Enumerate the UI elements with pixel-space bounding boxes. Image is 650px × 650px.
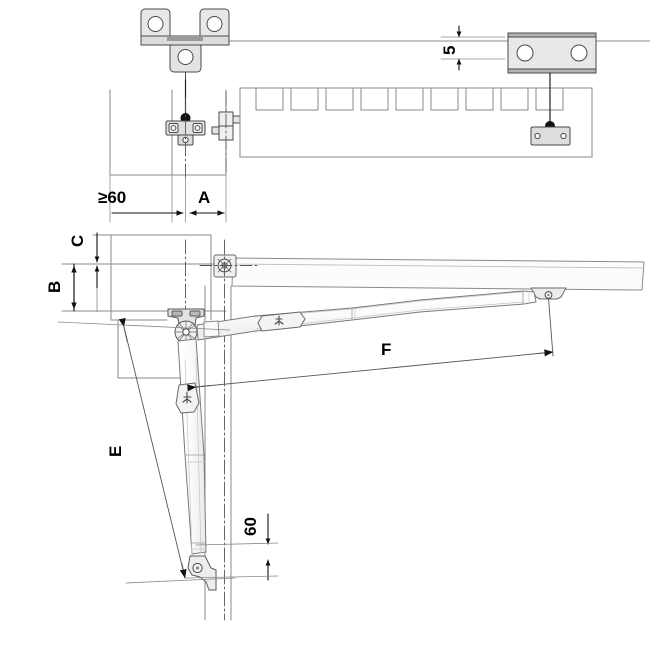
slide-channel-slots — [255, 87, 564, 111]
lower-adjustable-arm — [175, 338, 207, 555]
dimension-label-A: A — [198, 188, 210, 207]
closer-pivot-bracket — [199, 254, 259, 278]
dimension-5 — [440, 25, 506, 71]
slide-rail-end-bracket — [507, 32, 597, 74]
plan-dimension-extensions — [109, 175, 227, 223]
central-pivot-joint — [174, 320, 198, 344]
dimension-label-F: F — [381, 340, 391, 359]
plan-plate-right — [530, 126, 571, 146]
dimension-label-min60: ≥60 — [98, 188, 126, 207]
dimension-F-leader — [187, 297, 554, 392]
arm-foot-pivot-bracket — [187, 555, 217, 591]
dimension-label-E: E — [106, 446, 125, 457]
dimension-E-leader — [57, 317, 236, 584]
dimension-60-line — [184, 513, 279, 581]
dimension-label-B: B — [45, 281, 64, 293]
header-beam-slide-channel — [231, 257, 645, 291]
three-tab-mounting-bracket — [140, 8, 230, 81]
dimension-label-5: 5 — [440, 46, 459, 55]
dimension-label-60: 60 — [241, 517, 260, 536]
bracket-leader-right — [545, 72, 555, 131]
plan-channel-body — [239, 87, 593, 158]
telescoping-main-arm — [196, 290, 537, 341]
right-pivot-bracket — [530, 287, 567, 300]
dimension-label-C: C — [68, 235, 87, 247]
